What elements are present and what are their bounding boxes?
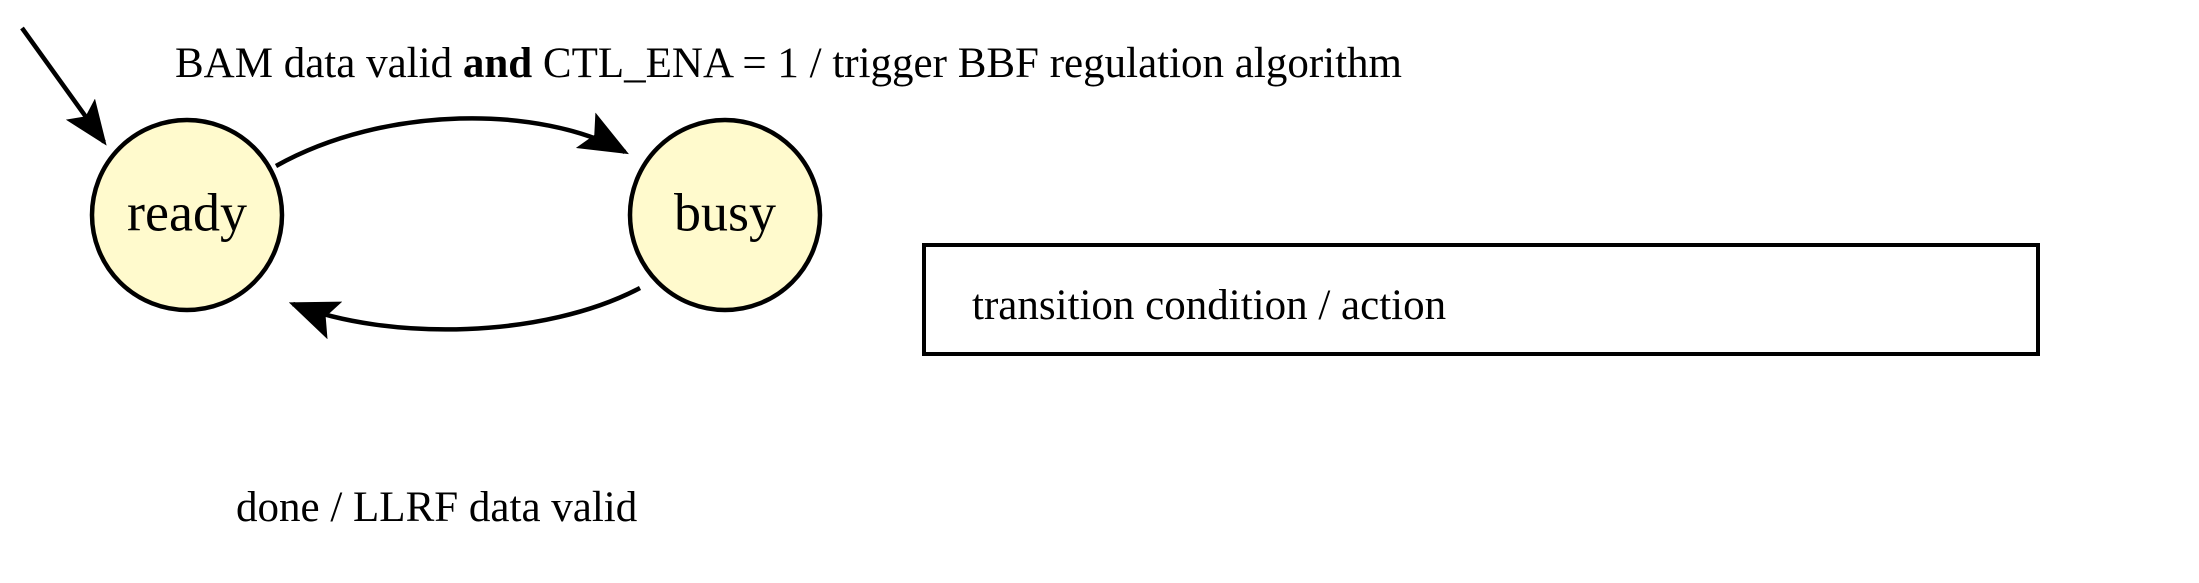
state-node-busy[interactable] bbox=[627, 117, 823, 313]
initial-state-arrow bbox=[20, 26, 107, 146]
state-label-busy: busy bbox=[674, 182, 776, 242]
transition-arrow-ready-to-busy[interactable] bbox=[274, 112, 629, 168]
transition-label-busy-to-ready: done / LLRF data valid bbox=[236, 484, 638, 531]
legend-box bbox=[922, 243, 2040, 356]
transition-label-bold-and: and bbox=[462, 40, 533, 87]
transition-label-ready-to-busy: BAM data valid and CTL_ENA = 1 / trigger… bbox=[175, 42, 1402, 85]
state-label-ready: ready bbox=[127, 182, 247, 242]
legend-text: transition condition / action bbox=[972, 282, 1447, 329]
transition-label-suffix: CTL_ENA = 1 / trigger BBF regulation alg… bbox=[532, 40, 1402, 87]
state-node-ready[interactable] bbox=[89, 117, 285, 313]
transition-label-prefix: BAM data valid bbox=[175, 40, 463, 87]
transition-arrow-busy-to-ready[interactable] bbox=[288, 286, 642, 340]
